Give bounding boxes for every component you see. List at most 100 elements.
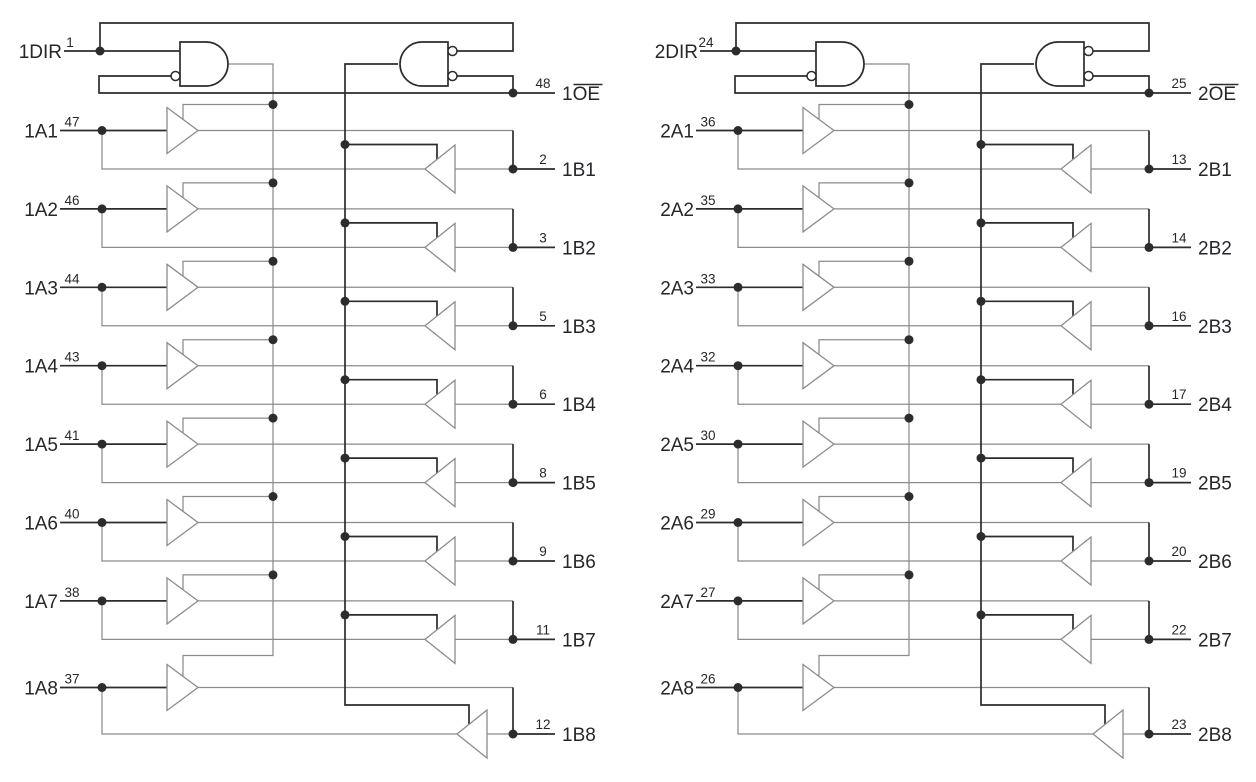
pin-number-46: 46 (64, 193, 79, 208)
pin-number-26: 26 (700, 672, 715, 687)
junction-dot-b-pin (1144, 164, 1154, 174)
2A5-label: 2A5 (660, 435, 694, 456)
wire-enable-a-row1 (818, 103, 909, 120)
2OE-label: 2OE (1198, 84, 1236, 105)
pin-number-38: 38 (64, 585, 79, 600)
junction-dot-enable-a (904, 413, 914, 423)
junction-dot-b-pin (1144, 242, 1154, 252)
wire-enable-a-row2 (182, 182, 273, 198)
buffer-b-to-a-icon (423, 614, 456, 665)
junction-dot-enable-a (904, 100, 914, 109)
buffer-b-to-a-icon (1059, 143, 1092, 195)
junction-dot-b-pin (508, 729, 518, 739)
wire-oe-left (98, 75, 513, 94)
junction-dot-b-pin (1144, 478, 1154, 488)
pin-number-41: 41 (64, 428, 79, 443)
junction-dot-a-pin (97, 683, 107, 692)
invert-bubble-icon (1083, 70, 1094, 82)
buffer-a-to-b-icon (802, 498, 836, 547)
buffer-a-to-b-icon (166, 184, 200, 234)
junction-dot-b-pin (508, 478, 518, 488)
1B5-label: 1B5 (562, 474, 596, 495)
1A4-label: 1A4 (24, 357, 58, 378)
junction-dot-a-pin (733, 204, 743, 214)
pin-number-6: 6 (539, 387, 547, 402)
pin-number-5: 5 (539, 309, 547, 324)
invert-bubble-icon (447, 45, 458, 57)
buffer-b-to-a-icon (455, 708, 488, 760)
wire-enable-a-row7 (182, 574, 273, 590)
wire-enable-b-row4 (345, 378, 438, 395)
pin-number-48: 48 (535, 76, 550, 91)
junction-dot-a-pin (97, 596, 107, 606)
buffer-a-to-b-icon (166, 663, 200, 712)
junction-dot-enable-a (268, 100, 278, 109)
pin-number-25: 25 (1171, 76, 1186, 91)
buffer-b-to-a-icon (1059, 300, 1092, 352)
wire-enable-a-row1 (182, 103, 273, 120)
pin-number-40: 40 (64, 507, 79, 522)
junction-dot-enable-a (268, 178, 278, 188)
wire-enable-a-row2 (818, 182, 909, 198)
1B8-label: 1B8 (562, 725, 596, 746)
2B8-label: 2B8 (1198, 725, 1232, 746)
wire-b-to-a-return-row5 (737, 444, 1061, 484)
1B6-label: 1B6 (562, 552, 596, 573)
wire-enable-b-row4 (981, 378, 1074, 395)
2B3-label: 2B3 (1198, 317, 1232, 338)
wire-enable-b-row6 (981, 535, 1074, 552)
and-gate-dir-icon (815, 41, 865, 87)
1A3-label: 1A3 (24, 278, 58, 299)
buffer-b-to-a-icon (423, 222, 456, 273)
pin-number-24: 24 (698, 35, 714, 50)
1B2-label: 1B2 (562, 238, 596, 259)
junction-dot-enable-b (340, 140, 350, 149)
buffer-b-to-a-icon (1059, 222, 1092, 273)
junction-dot-b-pin (508, 242, 518, 252)
1A5-label: 1A5 (24, 435, 58, 456)
junction-dot-enable-b (976, 375, 986, 385)
1OE-label: 1OE (562, 84, 600, 105)
buffer-a-to-b-icon (802, 341, 836, 390)
wire-enable-b-row6 (345, 535, 438, 552)
invert-bubble-icon (1083, 45, 1094, 57)
wire-b-to-a-return-row8 (737, 687, 1093, 735)
pin-number-12: 12 (535, 717, 550, 732)
wire-b-to-a-return-row2 (101, 208, 425, 249)
junction-dot-a-pin (733, 282, 743, 292)
wire-oe-right (1093, 75, 1150, 93)
wire-dir-top-route (99, 22, 514, 52)
1B1-label: 1B1 (562, 160, 596, 181)
pin-number-11: 11 (536, 622, 550, 637)
junction-dot-a-pin (97, 361, 107, 371)
junction-dot-enable-a (268, 570, 278, 580)
junction-dot-a-pin (733, 126, 743, 135)
pin-number-44: 44 (64, 271, 80, 286)
pin-number-33: 33 (700, 271, 715, 286)
pin-number-36: 36 (700, 115, 715, 130)
buffer-a-to-b-icon (802, 419, 836, 469)
junction-dot-b-pin (508, 399, 518, 409)
pin-number-19: 19 (1171, 466, 1186, 481)
2B6-label: 2B6 (1198, 552, 1232, 573)
wire-b-to-a-return-row3 (101, 287, 425, 327)
wire-enable-a-row3 (182, 260, 273, 277)
junction-dot-b-pin (508, 321, 518, 331)
1A2-label: 1A2 (24, 200, 58, 221)
1B7-label: 1B7 (562, 630, 596, 651)
junction-dot-oe (508, 88, 518, 98)
junction-dot-oe (1144, 88, 1154, 98)
pin-number-9: 9 (539, 544, 547, 559)
pin-number-23: 23 (1171, 717, 1186, 732)
pin-number-14: 14 (1171, 230, 1187, 245)
2B7-label: 2B7 (1198, 630, 1232, 651)
invert-bubble-icon (170, 70, 181, 82)
junction-dot-b-pin (508, 164, 518, 174)
junction-dot-enable-a (904, 178, 914, 188)
1A7-label: 1A7 (24, 592, 58, 613)
junction-dot-a-pin (733, 683, 743, 692)
wire-b-to-a-return-row4 (101, 365, 425, 405)
1B3-label: 1B3 (562, 317, 596, 338)
2DIR-label: 2DIR (655, 42, 698, 63)
2A1-label: 2A1 (660, 122, 694, 143)
